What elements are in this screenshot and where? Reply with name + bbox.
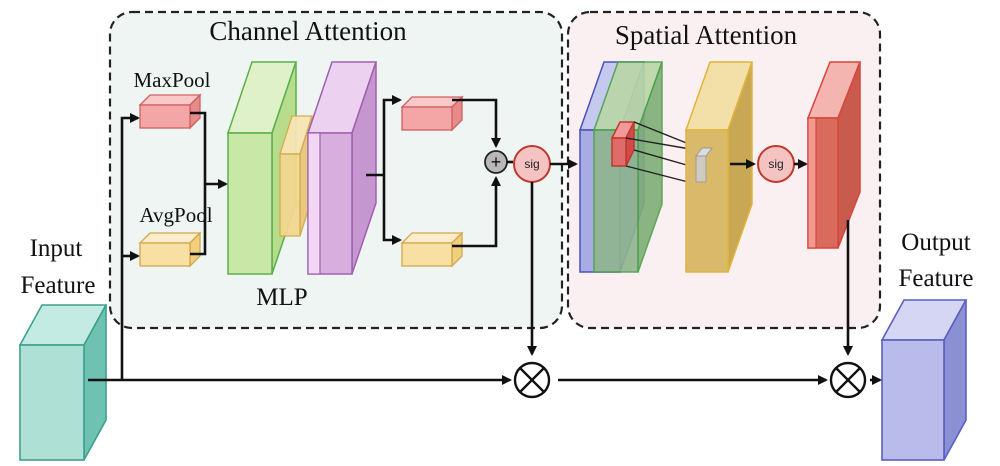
output-label-line1: Output bbox=[901, 229, 971, 256]
sigmoid-label-1: sig bbox=[524, 157, 539, 171]
mlp-green-layer bbox=[226, 61, 298, 275]
multiply-node-1 bbox=[513, 361, 551, 399]
pool-branch-line bbox=[120, 113, 140, 380]
max-to-sum-line bbox=[452, 98, 501, 148]
output-label-line2: Feature bbox=[899, 265, 974, 292]
maxpool-label: MaxPool bbox=[133, 68, 210, 92]
sigmoid-label-2: sig bbox=[768, 157, 783, 171]
maxpool-to-mlp-line bbox=[190, 111, 207, 184]
input-label-line2: Feature bbox=[21, 272, 96, 299]
avg-to-sum-line bbox=[452, 176, 501, 248]
spatial-red-patch bbox=[610, 121, 636, 167]
spatial-attention-title: Spatial Attention bbox=[615, 20, 798, 50]
input-feature-block bbox=[18, 304, 108, 461]
maxpool-block bbox=[138, 93, 202, 130]
mlp-avg-output-block bbox=[400, 231, 464, 268]
mlp-split-up bbox=[382, 95, 402, 175]
avgpool-block bbox=[138, 231, 202, 268]
mlp-purple-layer bbox=[306, 61, 378, 275]
mlp-max-output-block bbox=[400, 95, 464, 132]
spatial-attention-map bbox=[806, 61, 862, 249]
input-label-line1: Input bbox=[30, 235, 83, 262]
output-feature-block bbox=[880, 299, 968, 461]
avgpool-label: AvgPool bbox=[139, 203, 212, 227]
channel-attention-title: Channel Attention bbox=[209, 16, 407, 46]
multiply-node-2 bbox=[829, 361, 867, 399]
sum-symbol: + bbox=[491, 152, 502, 172]
avgpool-to-mlp-line bbox=[190, 184, 207, 256]
mlp-label: MLP bbox=[256, 284, 307, 311]
conv-output-cell bbox=[695, 147, 713, 183]
mlp-split-down bbox=[382, 175, 402, 245]
